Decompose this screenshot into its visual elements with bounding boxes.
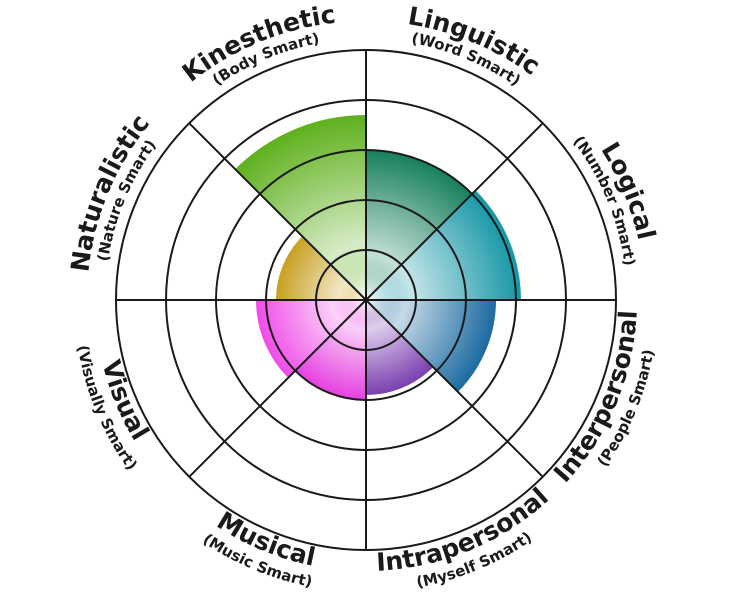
sector-naturalistic — [276, 236, 366, 300]
sector-group — [235, 115, 521, 400]
grid-spoke-4 — [365, 299, 544, 478]
grid-spoke-8 — [188, 122, 367, 301]
sector-linguistic — [366, 150, 473, 300]
sector-musical — [295, 300, 366, 400]
sector-logical — [366, 190, 521, 300]
grid-group — [115, 49, 617, 551]
sector-intrapersonal — [366, 300, 434, 395]
sector-visual — [256, 300, 366, 378]
grid-spoke-6 — [188, 299, 367, 478]
grid-spoke-2 — [365, 122, 544, 301]
sector-kinesthetic — [235, 115, 366, 300]
